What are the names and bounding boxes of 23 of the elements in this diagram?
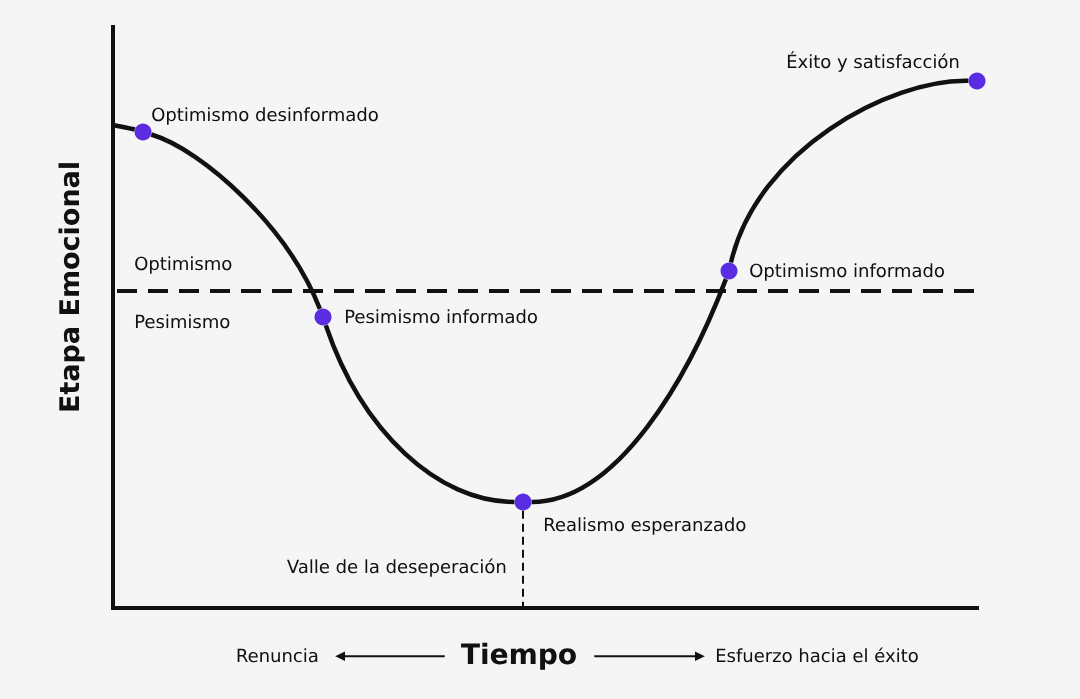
data-point (514, 493, 532, 511)
curve (531, 278, 728, 505)
point-label: Optimismo desinformado (152, 107, 378, 125)
drop-line (522, 509, 524, 608)
axis-title: Tiempo (461, 642, 576, 670)
data-point (134, 123, 152, 141)
text-label: Renuncia (237, 648, 318, 663)
curve (150, 132, 322, 310)
point-label: Optimismo informado (750, 263, 944, 281)
data-point (314, 308, 332, 326)
text-label: Esfuerzo hacia el éxito (716, 647, 918, 663)
curve (728, 78, 969, 264)
data-point (720, 262, 738, 280)
point-label: Realismo esperanzado (545, 517, 746, 535)
zone-label: Pesimismo (136, 314, 230, 329)
point-label: Pesimismo informado (346, 309, 537, 324)
data-point (968, 72, 986, 90)
axis-title: Etapa Emocional (58, 163, 85, 411)
point-label: Éxito y satisfacción (787, 51, 959, 72)
curve (323, 324, 515, 505)
curve (112, 122, 136, 132)
annotation: Valle de la deseperación (287, 558, 506, 577)
zone-label: Optimismo (135, 256, 232, 274)
